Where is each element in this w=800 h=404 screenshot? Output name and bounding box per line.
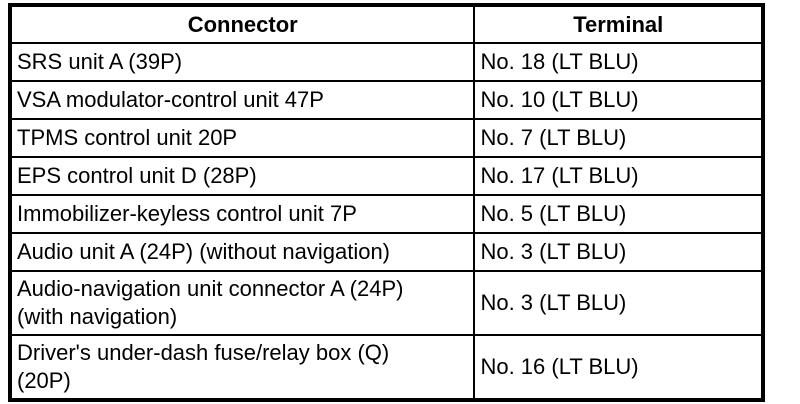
table-row: Audio-navigation unit connector A (24P) … (8, 270, 764, 336)
header-terminal: Terminal (473, 4, 764, 44)
terminal-cell: No. 5 (LT BLU) (473, 194, 764, 234)
connector-cell: SRS unit A (39P) (8, 42, 476, 82)
connector-cell: VSA modulator-control unit 47P (8, 80, 476, 120)
table-row: Immobilizer-keyless control unit 7P No. … (8, 194, 764, 234)
terminal-cell: No. 18 (LT BLU) (473, 42, 764, 82)
terminal-cell: No. 10 (LT BLU) (473, 80, 764, 120)
terminal-cell: No. 3 (LT BLU) (473, 232, 764, 272)
table-row: Driver's under-dash fuse/relay box (Q) (… (8, 334, 764, 401)
connector-cell: TPMS control unit 20P (8, 118, 476, 158)
table-row: EPS control unit D (28P) No. 17 (LT BLU) (8, 156, 764, 196)
connector-cell: Audio unit A (24P) (without navigation) (8, 232, 476, 272)
terminal-cell: No. 16 (LT BLU) (473, 334, 764, 401)
table-row: VSA modulator-control unit 47P No. 10 (L… (8, 80, 764, 120)
connector-cell: Audio-navigation unit connector A (24P) … (8, 270, 476, 336)
table-body: SRS unit A (39P) No. 18 (LT BLU) VSA mod… (8, 42, 764, 401)
connector-cell: EPS control unit D (28P) (8, 156, 476, 196)
terminal-cell: No. 7 (LT BLU) (473, 118, 764, 158)
terminal-cell: No. 3 (LT BLU) (473, 270, 764, 336)
header-connector: Connector (8, 4, 476, 44)
connector-terminal-table: Connector Terminal SRS unit A (39P) No. … (8, 3, 765, 402)
connector-cell: Driver's under-dash fuse/relay box (Q) (… (8, 334, 476, 401)
table-row: Audio unit A (24P) (without navigation) … (8, 232, 764, 272)
table-row: TPMS control unit 20P No. 7 (LT BLU) (8, 118, 764, 158)
table-row: SRS unit A (39P) No. 18 (LT BLU) (8, 42, 764, 82)
header-row: Connector Terminal (8, 4, 764, 44)
connector-cell: Immobilizer-keyless control unit 7P (8, 194, 476, 234)
terminal-cell: No. 17 (LT BLU) (473, 156, 764, 196)
